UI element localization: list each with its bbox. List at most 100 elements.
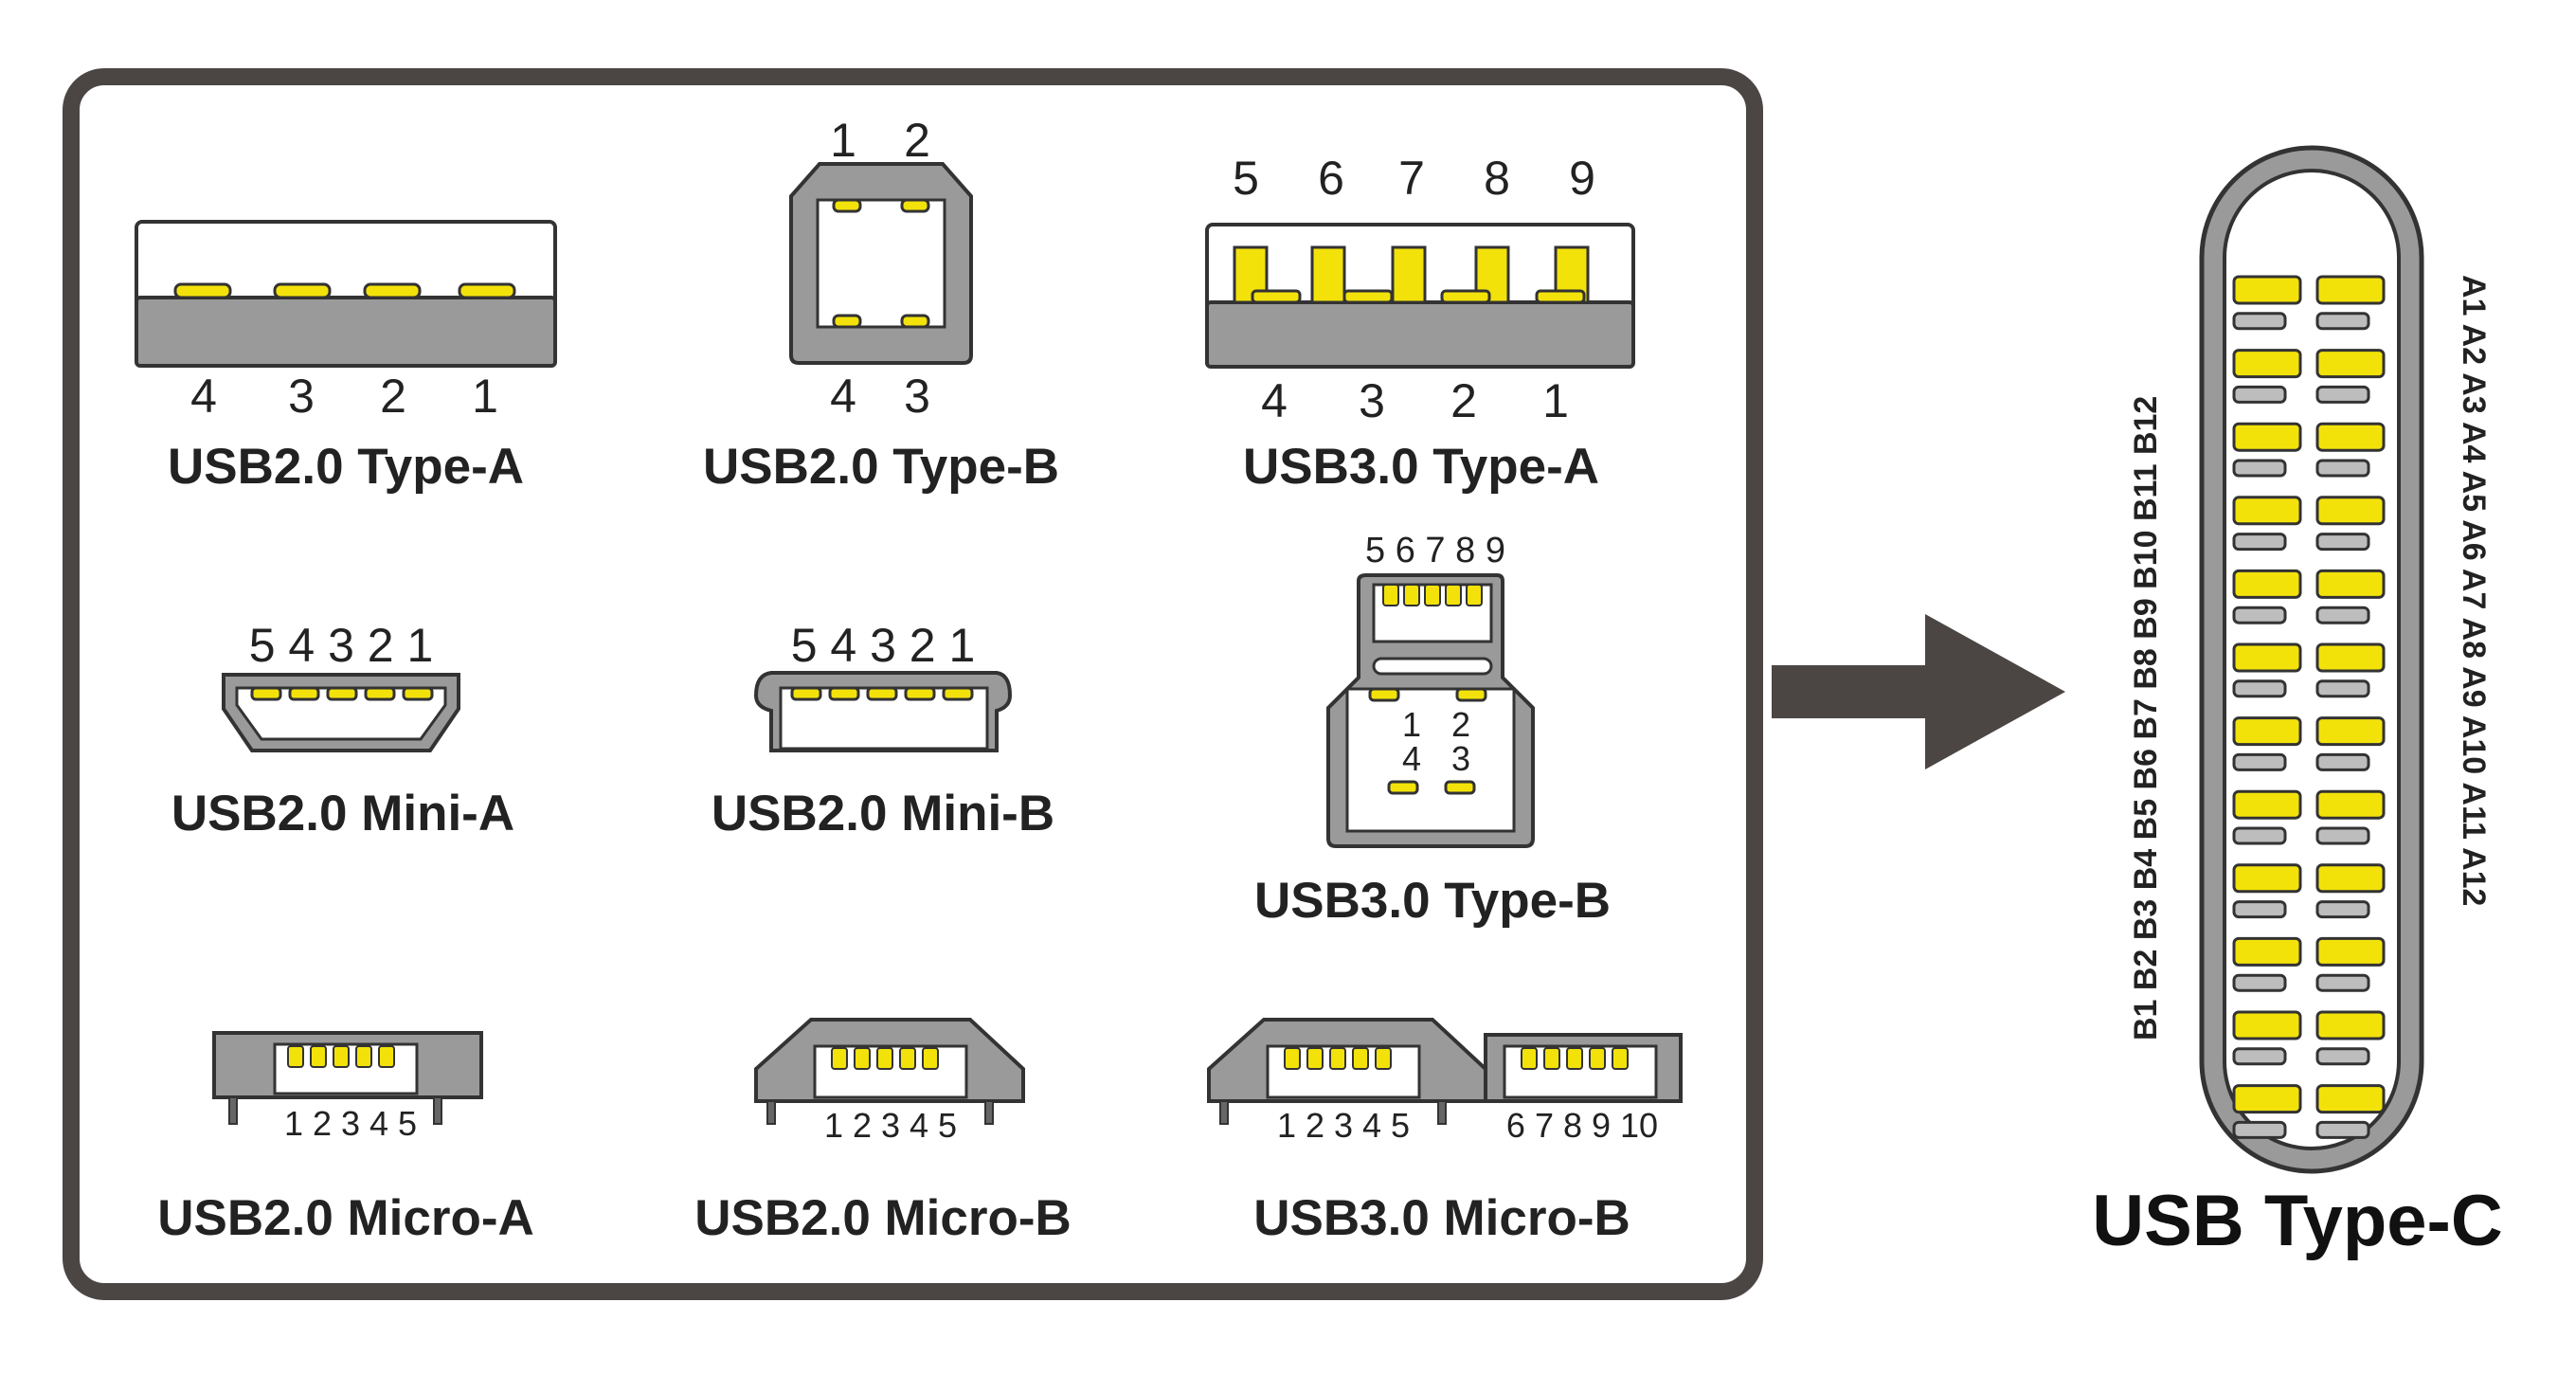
b-pin	[2232, 312, 2287, 331]
pin-4	[1251, 289, 1302, 304]
pin-label: 7	[1398, 152, 1425, 205]
usb3-micro-b-label: USB3.0 Micro-B	[1253, 1190, 1630, 1246]
usb2-mini-a-connector: 5 4 3 2 1	[222, 619, 460, 752]
b-pin	[2232, 973, 2287, 992]
pin-label: 1 2 3 4 5	[824, 1106, 957, 1145]
usb2-micro-b-label: USB2.0 Micro-B	[694, 1190, 1072, 1246]
b-pins-label: B1 B2 B3 B4 B5 B6 B7 B8 B9 B10 B11 B12	[2128, 395, 2164, 1040]
b-pin	[2232, 1010, 2302, 1040]
pin-7	[1391, 245, 1427, 304]
a-pin	[2315, 1010, 2386, 1040]
pin	[378, 1045, 395, 1068]
a-pin	[2315, 826, 2370, 845]
pin	[333, 1045, 350, 1068]
a-pin	[2315, 936, 2386, 967]
usb2-type-b-connector: 1 2 4 3	[789, 114, 973, 423]
b-pin	[2232, 936, 2302, 967]
a-pin	[2315, 752, 2370, 771]
a-pin	[2315, 312, 2370, 331]
pin	[355, 1045, 372, 1068]
a-pin	[2315, 1084, 2386, 1114]
b-pin	[2232, 679, 2287, 698]
pin-label: 1	[1542, 374, 1569, 427]
usb2-mini-b-label: USB2.0 Mini-B	[711, 786, 1055, 841]
b-pin	[2232, 459, 2287, 478]
a-pin	[2315, 900, 2370, 919]
pin-4	[1387, 780, 1419, 795]
pin-label: 2	[1450, 374, 1477, 427]
pin-1	[1284, 1047, 1301, 1070]
a-pin	[2315, 716, 2386, 747]
pin	[942, 686, 974, 701]
b-pin	[2232, 385, 2287, 404]
pin-1	[1535, 289, 1586, 304]
pin-label: 3	[904, 370, 930, 423]
pin-3	[1342, 289, 1394, 304]
pin	[326, 686, 358, 701]
pin-label: 1	[472, 370, 498, 423]
pin-4	[832, 314, 862, 329]
a-pin	[2315, 569, 2386, 599]
pin	[831, 1047, 848, 1070]
pin	[854, 1047, 871, 1070]
a-pin	[2315, 1120, 2370, 1139]
pin-1	[458, 282, 516, 299]
pin	[287, 1045, 304, 1068]
pin-label: 2	[1451, 705, 1470, 744]
pin-3	[273, 282, 332, 299]
usb2-mini-b-connector: 5 4 3 2 1	[753, 619, 1013, 752]
pin-2	[1306, 1047, 1324, 1070]
b-pin	[2232, 533, 2287, 552]
arrow-right-icon	[1772, 614, 2065, 769]
usb3-type-a-connector: 5 6 7 8 9 4 3 2 1	[1205, 152, 1635, 427]
pin-label: 5 4 3 2 1	[791, 619, 976, 672]
usb2-micro-a-connector: 1 2 3 4 5	[212, 1031, 483, 1143]
pin-9	[1589, 1047, 1606, 1070]
pin-label: 1 2 3 4 5	[284, 1104, 417, 1143]
pin	[904, 686, 936, 701]
usb3-type-a-label: USB3.0 Type-A	[1243, 439, 1599, 495]
usb2-mini-a-label: USB2.0 Mini-A	[171, 786, 515, 841]
pin	[922, 1047, 939, 1070]
pin-9	[1466, 584, 1483, 606]
pin-label: 4	[830, 370, 856, 423]
a-pin	[2315, 789, 2386, 820]
pin	[402, 686, 434, 701]
pin-3	[900, 314, 930, 329]
pin-label: 5 4 3 2 1	[249, 619, 434, 672]
pin-6	[1403, 584, 1420, 606]
pin-label: 9	[1569, 152, 1595, 205]
usb3-type-b-label: USB3.0 Type-B	[1254, 873, 1611, 929]
usb2-micro-b-connector: 1 2 3 4 5	[754, 1018, 1025, 1145]
pin-2	[1440, 289, 1491, 304]
b-pin	[2232, 569, 2302, 599]
pin-label: 3	[1359, 374, 1385, 427]
pin-8	[1445, 584, 1462, 606]
b-pin	[2232, 789, 2302, 820]
pin-7	[1543, 1047, 1560, 1070]
b-pin	[2232, 606, 2287, 624]
b-pin	[2232, 863, 2302, 894]
a-pin	[2315, 533, 2370, 552]
pin-5	[1375, 1047, 1392, 1070]
b-pin	[2232, 275, 2302, 305]
a-pins-label: A1 A2 A3 A4 A5 A6 A7 A8 A9 A10 A11 A12	[2456, 275, 2492, 907]
pin-1	[1368, 687, 1400, 702]
pin-label: 2	[904, 114, 930, 167]
a-pin	[2315, 385, 2370, 404]
pin-label: 6	[1318, 152, 1344, 205]
b-pin	[2232, 1084, 2302, 1114]
pin-label: 5 6 7 8 9	[1365, 531, 1505, 570]
usb-type-c-connector	[2199, 145, 2424, 1174]
pin-3	[1444, 780, 1476, 795]
a-pin	[2315, 642, 2386, 673]
a-pin	[2315, 275, 2386, 305]
pin-3	[1329, 1047, 1346, 1070]
pin-label: 4	[1402, 739, 1421, 778]
pin	[310, 1045, 327, 1068]
a-pin-column	[2315, 275, 2386, 1139]
pin	[899, 1047, 916, 1070]
b-pin	[2232, 826, 2287, 845]
a-pin	[2315, 496, 2386, 526]
usb3-micro-b-connector: 1 2 3 4 5 6 7 8 9 10	[1207, 1018, 1683, 1145]
